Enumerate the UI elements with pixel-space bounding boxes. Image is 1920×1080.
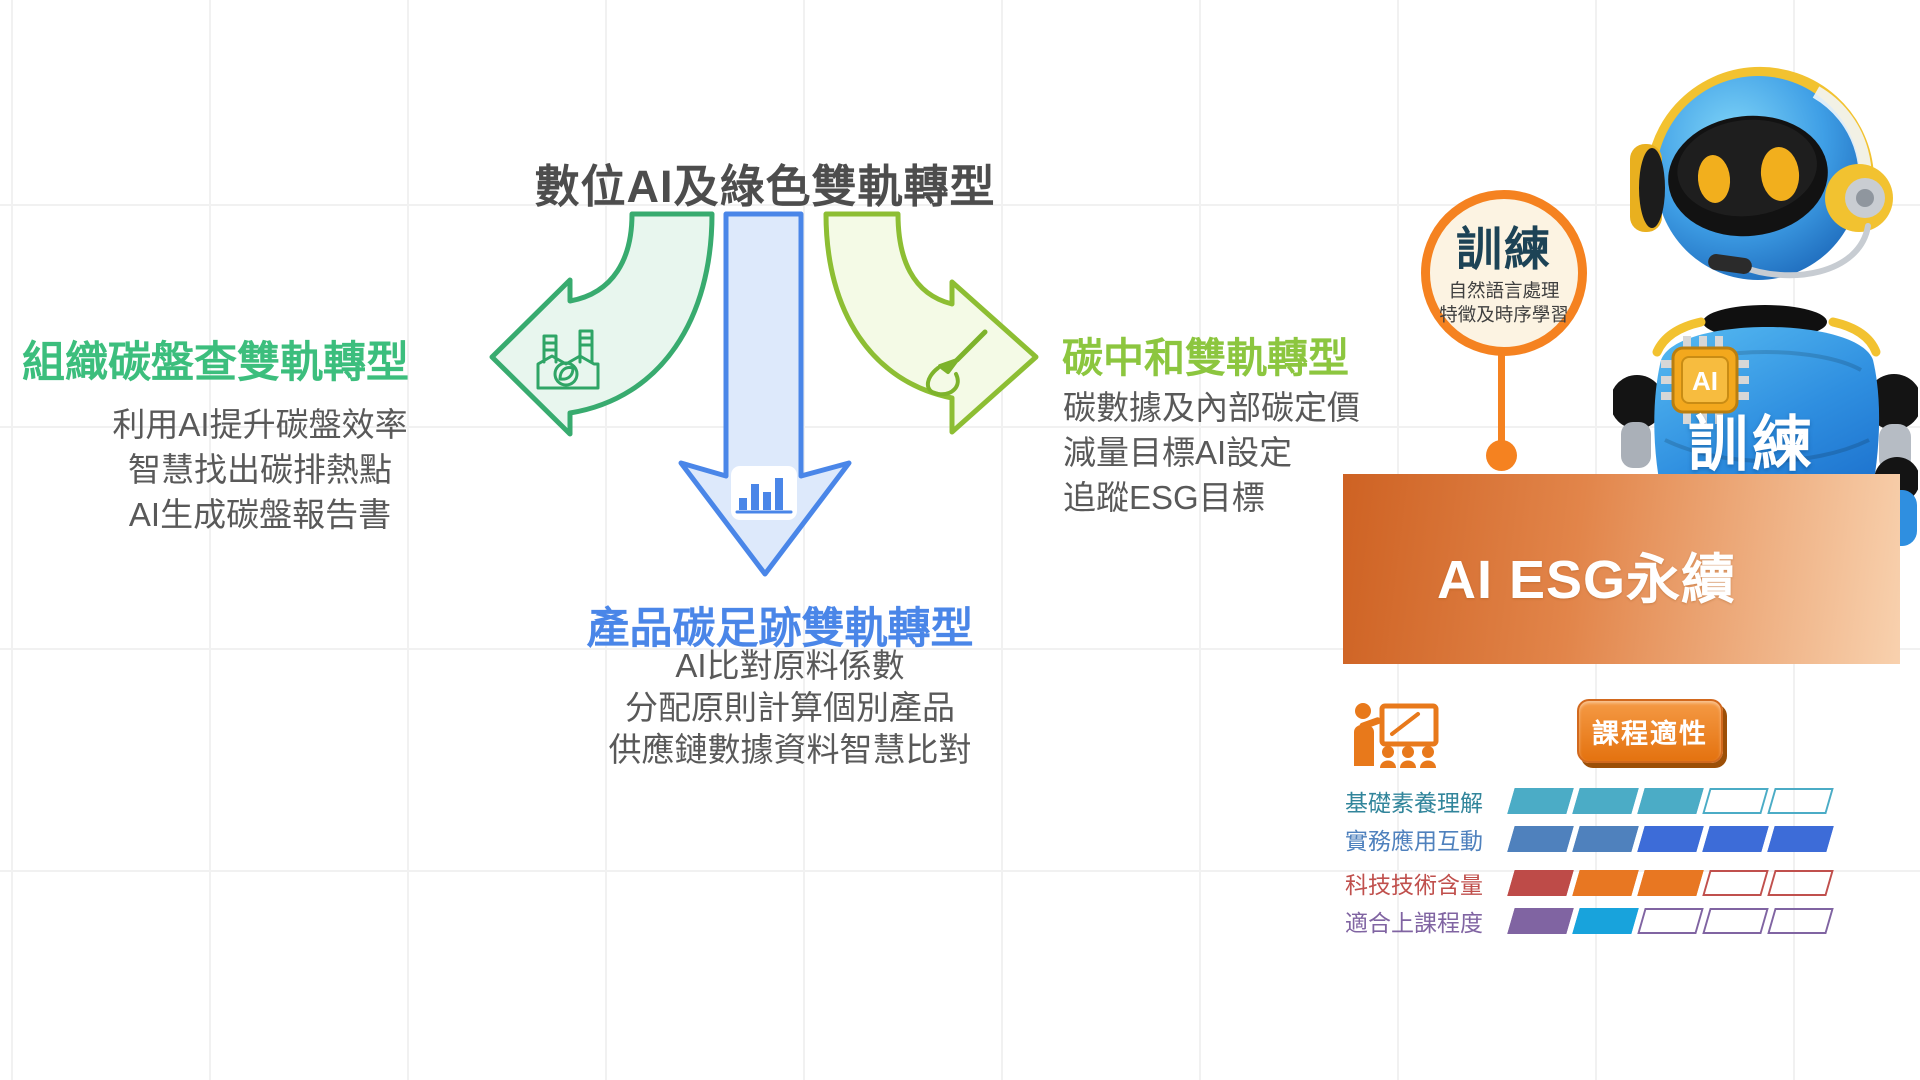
ear-cup-right [1825, 164, 1893, 232]
robot-eye-left [1697, 155, 1731, 203]
ear-cup-left [1630, 144, 1665, 232]
rating-segment-filled [1702, 826, 1769, 852]
robot-arm-left [1613, 375, 1664, 468]
branch-title-product: 產品碳足跡雙軌轉型 [586, 605, 974, 653]
rating-segment-empty [1702, 870, 1769, 896]
course-fit-row: 適合上課程度 [1345, 908, 1845, 936]
branch-line: 利用AI提升碳盤效率 [112, 406, 408, 443]
rating-segment-filled [1637, 870, 1704, 896]
rating-segment-filled [1767, 826, 1834, 852]
course-banner-label: AI ESG永續 [1436, 549, 1737, 610]
diagram-title: 數位AI及綠色雙軌轉型 [534, 161, 996, 212]
branch-line: 智慧找出碳排熱點 [128, 451, 392, 488]
rating-segment-filled [1507, 788, 1574, 814]
training-badge-subtitle-line: 特徵及時序學習 [1439, 304, 1569, 325]
course-fit-row-label: 基礎素養理解 [1345, 791, 1483, 816]
factory-leaf-icon [536, 329, 600, 390]
robot-torso-label: 訓練 [1688, 411, 1816, 478]
rating-segment-empty [1767, 788, 1834, 814]
course-fit-rating-bar [1507, 826, 1836, 852]
rating-segment-filled [1572, 826, 1639, 852]
rating-segment-empty [1637, 908, 1704, 934]
rating-segment-filled [1572, 788, 1639, 814]
branch-line: 減量目標AI設定 [1063, 434, 1293, 471]
course-fit-rating-bar [1507, 788, 1836, 814]
robot-assistant-head [1630, 66, 1893, 280]
rating-segment-filled [1507, 826, 1574, 852]
paintbrush-icon [925, 329, 988, 397]
branch-title-organization: 組織碳盤查雙軌轉型 [22, 339, 409, 387]
rating-segment-filled [1572, 908, 1639, 934]
rating-segment-empty [1702, 908, 1769, 934]
ai-chip-label: AI [1692, 366, 1718, 396]
course-fit-row-label: 科技技術含量 [1345, 873, 1483, 898]
rating-segment-empty [1767, 870, 1834, 896]
branch-lines-product: AI比對原料係數 分配原則計算個別產品 供應鏈數據資料智慧比對 [490, 645, 1090, 771]
branch-line: 供應鏈數據資料智慧比對 [608, 731, 972, 768]
down-arrow [678, 211, 852, 577]
ai-chip-icon: AI [1661, 336, 1749, 424]
rating-segment-filled [1637, 788, 1704, 814]
rating-segment-filled [1572, 870, 1639, 896]
course-fit-rating-bar [1507, 870, 1836, 896]
badge-connector-dot [1486, 440, 1517, 471]
branch-line: 追蹤ESG目標 [1063, 479, 1265, 516]
robot-eye-right [1760, 147, 1800, 201]
microphone-icon [1708, 223, 1871, 279]
course-fit-row-label: 適合上課程度 [1345, 911, 1483, 936]
training-badge-title: 訓練 [1456, 223, 1552, 275]
presenter-audience-icon [1354, 703, 1439, 768]
training-badge-subtitle: 自然語言處理 特徵及時序學習 [1430, 279, 1578, 327]
rating-segment-empty [1767, 908, 1834, 934]
course-fit-rows: 基礎素養理解實務應用互動科技技術含量適合上課程度 [1345, 788, 1845, 946]
branch-title-carbon-neutral: 碳中和雙軌轉型 [1062, 335, 1349, 381]
branch-line: 碳數據及內部碳定價 [1063, 389, 1360, 426]
course-fit-button[interactable]: 課程適性 [1577, 699, 1723, 763]
rating-segment-filled [1507, 870, 1574, 896]
left-curved-arrow [489, 211, 715, 437]
rating-segment-empty [1702, 788, 1769, 814]
course-fit-row: 基礎素養理解 [1345, 788, 1845, 816]
rating-segment-filled [1507, 908, 1574, 934]
right-curved-arrow [823, 211, 1039, 435]
branch-lines-organization: 利用AI提升碳盤效率 智慧找出碳排熱點 AI生成碳盤報告書 [60, 402, 460, 537]
course-fit-row: 實務應用互動 [1345, 826, 1845, 854]
rating-segment-filled [1637, 826, 1704, 852]
course-fit-rating-bar [1507, 908, 1836, 934]
training-badge: 訓練 自然語言處理 特徵及時序學習 [1421, 190, 1587, 356]
badge-connector-line [1498, 350, 1505, 444]
branch-line: 分配原則計算個別產品 [625, 689, 955, 726]
branch-lines-carbon-neutral: 碳數據及內部碳定價 減量目標AI設定 追蹤ESG目標 [1063, 385, 1360, 520]
branch-line: AI比對原料係數 [675, 647, 905, 684]
course-fit-button-label: 課程適性 [1592, 718, 1708, 749]
course-fit-row: 科技技術含量 [1345, 870, 1845, 898]
training-badge-subtitle-line: 自然語言處理 [1448, 280, 1560, 301]
course-fit-row-label: 實務應用互動 [1345, 829, 1483, 854]
branch-line: AI生成碳盤報告書 [128, 496, 392, 533]
course-banner: AI ESG永續 [1343, 474, 1900, 664]
bar-chart-icon [731, 466, 797, 520]
